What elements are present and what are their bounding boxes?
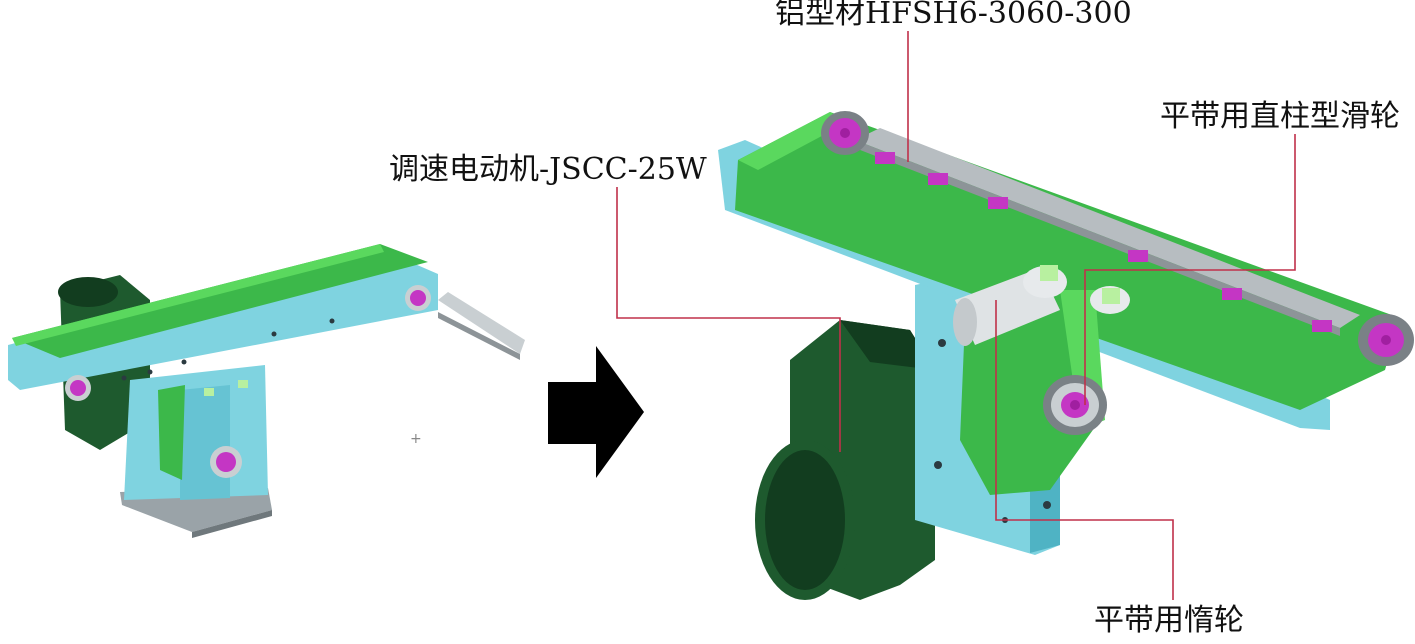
right-belt-top [735,112,1400,410]
label-flat-belt-pulley: 平带用直柱型滑轮 [1158,99,1402,134]
leader-motor [616,186,841,452]
left-base-plate [120,488,272,532]
leader-pulley [1084,132,1296,405]
leader-lines [616,28,1296,600]
left-motor-cap [58,277,118,307]
pulley-right [1358,314,1414,366]
right-belt-loop [960,285,1100,495]
aluminum-profile [855,128,1360,328]
pulley-top-left [821,111,869,155]
idler-pulley [1043,375,1107,435]
label-idler-pulley: 平带用惰轮 [1092,603,1246,638]
label-aluminum-profile: 铝型材HFSH6-3060-300 [773,0,1134,31]
left-slot [204,388,214,396]
leader-idler [995,300,1174,600]
left-belt-top [12,244,428,358]
left-slide-arm [438,292,525,354]
original-conveyor: + [8,244,525,538]
transform-arrow [548,346,644,478]
right-bolt-holes [934,339,1051,523]
profile-clips [875,152,1332,332]
left-bolt-holes [121,318,335,381]
modified-conveyor [718,111,1414,600]
left-belt-drop [158,385,185,480]
crosshair-mark: + [410,431,422,447]
label-speed-motor: 调速电动机-JSCC-25W [387,152,709,187]
